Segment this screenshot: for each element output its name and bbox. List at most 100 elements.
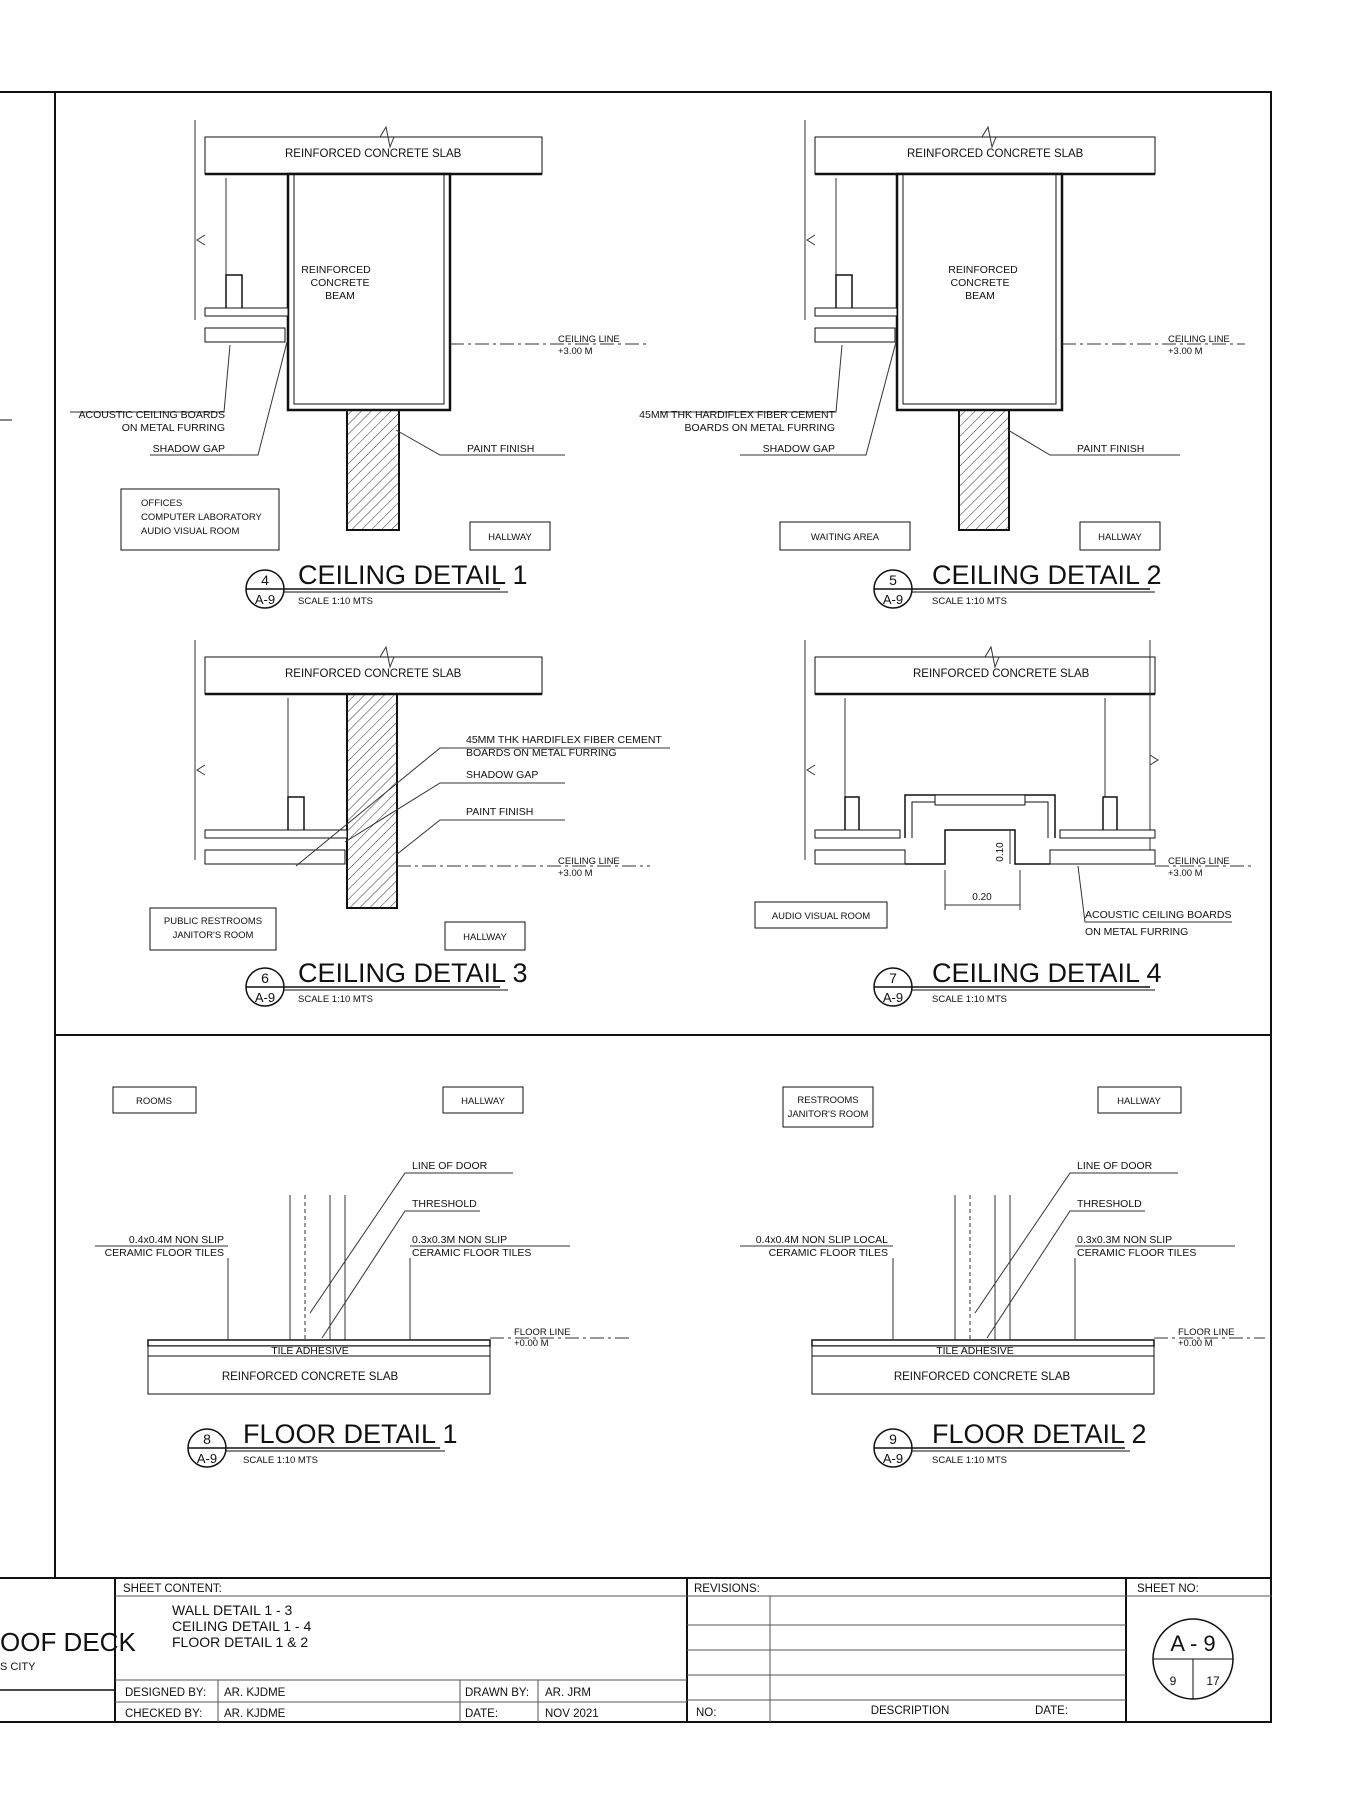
sheet-index: 9 (1170, 1674, 1177, 1688)
callout-label: ON METAL FURRING (1085, 926, 1188, 938)
callout-label: LINE OF DOOR (412, 1160, 488, 1172)
beam-label: REINFORCED (301, 264, 371, 276)
callout-label: THRESHOLD (1077, 1198, 1142, 1210)
detail-title: CEILING DETAIL 4 (932, 958, 1162, 988)
callout-label: BOARDS ON METAL FURRING (466, 747, 617, 759)
room-label: COMPUTER LABORATORY (141, 512, 263, 523)
ceiling-detail-4 (754, 640, 1255, 1007)
callout-label: 0.4x0.4M NON SLIP (129, 1234, 224, 1246)
ceiling-line-label: CEILING LINE (1168, 334, 1230, 345)
room-box (120, 488, 280, 551)
ceiling-detail-1 (70, 120, 650, 609)
concrete-slab (814, 136, 1156, 175)
callout-label: 45MM THK HARDIFLEX FIBER CEMENT (639, 409, 835, 421)
sheet-content-line: FLOOR DETAIL 1 & 2 (172, 1634, 308, 1650)
sheet-content-line: WALL DETAIL 1 - 3 (172, 1602, 293, 1618)
room-label: JANITOR'S ROOM (788, 1109, 869, 1120)
ceiling-line-label: CEILING LINE (1168, 856, 1230, 867)
room-box (149, 907, 277, 951)
drawn-by: AR. JRM (545, 1687, 591, 1699)
concrete-slab (147, 1355, 491, 1395)
slab-label: REINFORCED CONCRETE SLAB (913, 668, 1090, 680)
drawing-text: REINFORCED CONCRETE SLAB REINFORCED CONC… (79, 148, 1235, 1466)
room-label: AUDIO VISUAL ROOM (141, 526, 239, 537)
beam-label: REINFORCED (948, 264, 1018, 276)
room-label: HALLWAY (1117, 1096, 1161, 1107)
room-box (782, 1086, 874, 1128)
checked-by: AR. KJDME (224, 1708, 286, 1720)
concrete-slab (204, 656, 543, 695)
room-label: WAITING AREA (811, 532, 880, 543)
callout-label: 45MM THK HARDIFLEX FIBER CEMENT (466, 734, 662, 746)
slab-label: REINFORCED CONCRETE SLAB (907, 148, 1084, 160)
ceiling-detail-3 (149, 640, 670, 1007)
callout-label: ACOUSTIC CEILING BOARDS (79, 409, 225, 421)
beam-label: CONCRETE (311, 277, 370, 289)
room-label: RESTROOMS (797, 1095, 858, 1106)
floor-line-elevation: +0.00 M (514, 1338, 549, 1349)
callout-label: BOARDS ON METAL FURRING (684, 422, 835, 434)
callout-label: PAINT FINISH (1077, 443, 1144, 455)
ceiling-line-label: CEILING LINE (558, 334, 620, 345)
hatched-wall (346, 409, 400, 531)
callout-label: PAINT FINISH (466, 806, 533, 818)
beam-label: BEAM (325, 290, 355, 302)
designed-by: AR. KJDME (224, 1687, 286, 1699)
room-box (1097, 1086, 1182, 1114)
detail-scale: SCALE 1:10 MTS (932, 1455, 1007, 1466)
concrete-beam (895, 172, 1064, 412)
sheet-no-label: SHEET NO: (1137, 1583, 1199, 1595)
bubble-sheet: A-9 (255, 990, 275, 1005)
callout-label: LINE OF DOOR (1077, 1160, 1153, 1172)
title-block-text: OOF DECK S CITY SHEET CONTENT: WALL DETA… (0, 1583, 1220, 1720)
room-label: AUDIO VISUAL ROOM (772, 911, 870, 922)
room-label: HALLWAY (1098, 532, 1142, 543)
callout-label: CERAMIC FLOOR TILES (1077, 1247, 1196, 1259)
callout-label: PAINT FINISH (467, 443, 534, 455)
detail-title: CEILING DETAIL 1 (298, 560, 528, 590)
detail-title: FLOOR DETAIL 1 (243, 1419, 458, 1449)
ceiling-detail-2 (660, 120, 1245, 609)
adhesive-label: TILE ADHESIVE (936, 1345, 1014, 1357)
room-label: HALLWAY (463, 932, 507, 943)
callout-label: SHADOW GAP (153, 443, 225, 455)
floor-detail-2 (740, 1086, 1265, 1468)
callout-label: CERAMIC FLOOR TILES (105, 1247, 224, 1259)
bubble-sheet: A-9 (883, 990, 903, 1005)
sheet-total: 17 (1206, 1674, 1220, 1688)
detail-title: CEILING DETAIL 2 (932, 560, 1162, 590)
bubble-number: 6 (261, 970, 269, 986)
room-box (112, 1086, 197, 1114)
room-label: HALLWAY (488, 532, 532, 543)
detail-scale: SCALE 1:10 MTS (298, 994, 373, 1005)
detail-title: FLOOR DETAIL 2 (932, 1419, 1147, 1449)
slab-label: REINFORCED CONCRETE SLAB (285, 148, 462, 160)
ceiling-line-elevation: +3.00 M (1168, 868, 1203, 879)
detail-scale: SCALE 1:10 MTS (243, 1455, 318, 1466)
room-box (444, 921, 526, 951)
detail-scale: SCALE 1:10 MTS (932, 596, 1007, 607)
concrete-slab (814, 656, 1156, 695)
hatched-wall (346, 693, 398, 909)
beam-label: CONCRETE (951, 277, 1010, 289)
detail-title: CEILING DETAIL 3 (298, 958, 528, 988)
callout-label: SHADOW GAP (466, 769, 538, 781)
sheet-frame (0, 91, 1272, 1723)
bubble-number: 9 (889, 1431, 897, 1447)
project-location: S CITY (0, 1661, 36, 1673)
beam-label: BEAM (965, 290, 995, 302)
sheet-content-label: SHEET CONTENT: (123, 1583, 222, 1595)
bubble-number: 4 (261, 572, 269, 588)
room-label: HALLWAY (461, 1096, 505, 1107)
checked-by-label: CHECKED BY: (125, 1708, 202, 1720)
room-box (1079, 521, 1161, 551)
bubble-number: 5 (889, 572, 897, 588)
revision-no-label: NO: (696, 1707, 716, 1719)
room-label: JANITOR'S ROOM (173, 930, 254, 941)
bubble-number: 7 (889, 970, 897, 986)
room-box (469, 521, 551, 551)
room-box (779, 521, 911, 551)
dimension-label: 0.20 (972, 892, 992, 903)
callout-label: ON METAL FURRING (122, 422, 225, 434)
